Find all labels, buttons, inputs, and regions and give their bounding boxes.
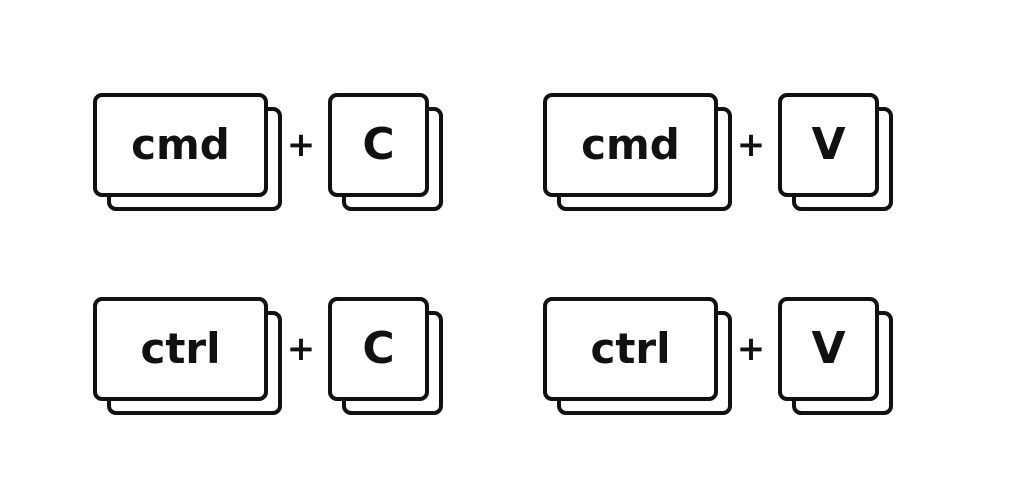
key-face: V xyxy=(778,297,879,401)
letter-key: V xyxy=(778,93,893,211)
key-face: ctrl xyxy=(543,297,718,401)
letter-key: V xyxy=(778,297,893,415)
key-face: V xyxy=(778,93,879,197)
modifier-key-label: cmd xyxy=(131,120,230,169)
key-face: ctrl xyxy=(93,297,268,401)
letter-key-label: V xyxy=(811,119,846,170)
letter-key-label: C xyxy=(362,119,395,170)
modifier-key-label: ctrl xyxy=(140,324,221,373)
modifier-key: cmd xyxy=(93,93,282,211)
key-face: C xyxy=(328,93,429,197)
modifier-key-label: cmd xyxy=(581,120,680,169)
plus-sign: + xyxy=(286,329,316,369)
letter-key: C xyxy=(328,93,443,211)
plus-sign: + xyxy=(736,329,766,369)
modifier-key-label: ctrl xyxy=(590,324,671,373)
letter-key-label: C xyxy=(362,323,395,374)
key-face: cmd xyxy=(543,93,718,197)
modifier-key: ctrl xyxy=(93,297,282,415)
modifier-key: cmd xyxy=(543,93,732,211)
modifier-key: ctrl xyxy=(543,297,732,415)
key-face: C xyxy=(328,297,429,401)
letter-key: C xyxy=(328,297,443,415)
key-face: cmd xyxy=(93,93,268,197)
letter-key-label: V xyxy=(811,323,846,374)
plus-sign: + xyxy=(736,125,766,165)
plus-sign: + xyxy=(286,125,316,165)
